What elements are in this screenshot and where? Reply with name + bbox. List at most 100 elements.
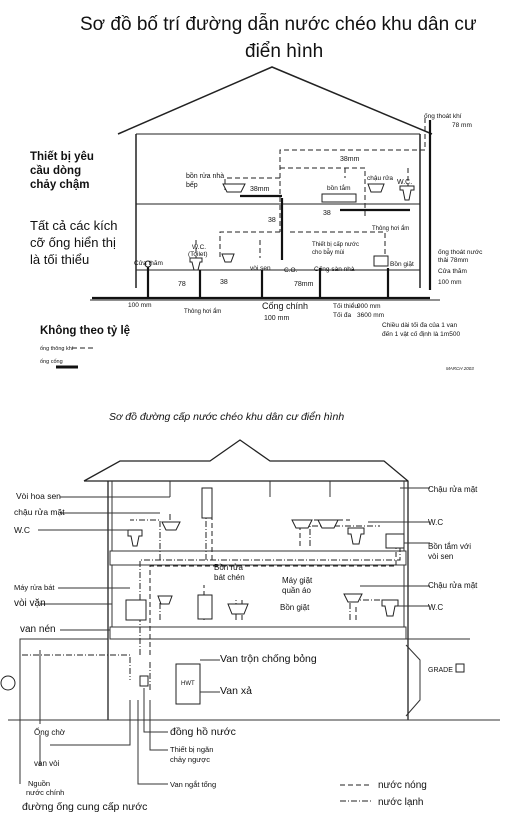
fixtures-top: [144, 183, 415, 271]
water-source-icon: [0, 675, 16, 691]
washing-machine-label-2: quần áo: [282, 586, 311, 595]
size-38mm-top: 38mm: [340, 156, 360, 163]
washing-machine-icon: [197, 594, 213, 620]
wc-toilet-label-2: (Toilet): [188, 251, 208, 258]
washing-machine-label-1: Máy giặt: [282, 576, 313, 585]
basin-right-top-icon: [291, 519, 313, 529]
basin-left-label: chậu rửa mặt: [14, 507, 65, 517]
air-vent-lower-label: Thông hơi ẩm: [184, 308, 221, 315]
cleanout-icon: [144, 260, 152, 268]
wc-toilet-label: W.C.: [192, 244, 206, 251]
size-78-left: 78: [178, 281, 186, 288]
min-value: 900 mm: [357, 303, 380, 310]
house-outline-top: [90, 66, 440, 301]
air-vent-upper-label: Thông hơi ẩm: [372, 225, 409, 232]
main-sewer-size: 100 mm: [264, 315, 289, 322]
dishwasher-icon: [125, 599, 147, 621]
note-min-2: cỡ ống hiển thị: [30, 235, 116, 250]
max-length-label-2: đến 1 vật cố định là 1m500: [382, 329, 460, 338]
size-38mm-kitchen: 38mm: [250, 186, 270, 193]
grade-marker-icon: [455, 663, 465, 673]
laundry-tub-icon: [373, 255, 389, 267]
upper-wc-icon: [399, 185, 415, 201]
bath-shower-icon: [385, 533, 405, 549]
backflow-label-1: Thiết bị cấp nước: [312, 242, 359, 248]
drain-stack-label-2: thải 78mm: [438, 257, 468, 264]
kitchen-sink-icon: [222, 183, 246, 193]
cold-water-label: nước lạnh: [378, 797, 424, 808]
hwt-label: HWT: [181, 681, 195, 687]
laundry-tub-label: Bồn giặt: [280, 603, 310, 612]
floor-drain-label: Cống sàn nhà: [314, 264, 355, 273]
cleanout-right-label: Cửa thăm: [438, 267, 467, 275]
meter-label: đồng hồ nước: [170, 726, 236, 738]
size-100-right: 100 mm: [438, 279, 461, 286]
bath-shower-label-2: vòi sen: [428, 552, 453, 561]
drainage-diagram: Sơ đồ bố trí đường dẫn nước chéo khu dân…: [30, 13, 483, 371]
not-to-scale-label: Không theo tỷ lệ: [40, 325, 130, 337]
note-min-1: Tất cả các kích: [30, 218, 117, 233]
wc-right-top-icon: [347, 527, 365, 545]
hot-water-label: nước nóng: [378, 780, 427, 791]
note-min-3: là tối thiểu: [30, 252, 89, 267]
note-slow-1: Thiết bị yêu: [30, 151, 94, 163]
main-sewer-label: Cống chính: [262, 301, 308, 311]
source-label-2: nước chính: [26, 788, 64, 797]
basin-right-mid-icon: [343, 593, 363, 603]
legend-vent-label: ống thông khí: [40, 346, 74, 352]
wc-left-icon: [127, 529, 143, 547]
laundry-tub-supply-icon: [227, 603, 249, 615]
antiscald-label: Van trộn chống bỏng: [220, 653, 317, 665]
meter-icon: [139, 675, 149, 687]
size-38-tub: 38: [323, 210, 331, 217]
note-slow-3: chảy chậm: [30, 179, 89, 191]
co-label: C.O.: [284, 267, 298, 274]
max-label: Tối đa: [333, 310, 351, 319]
size-38-mid: 38: [220, 279, 228, 286]
house-outline-bottom: [8, 439, 500, 721]
bottom-title: Sơ đồ đường cấp nước chéo khu dân cư điể…: [109, 411, 344, 423]
dishwasher-label: Máy rửa bát: [14, 583, 55, 592]
grade-label: GRADE: [428, 667, 453, 674]
shower-head-label: Vòi hoa sen: [16, 491, 61, 501]
wc-right-top-label: W.C: [428, 518, 443, 527]
wc-left-label: W.C: [14, 525, 30, 535]
backflow-label-2: chảy ngược: [170, 755, 210, 764]
supply-diagram: Sơ đồ đường cấp nước chéo khu dân cư điể…: [0, 411, 500, 813]
backflow-label-2: cho bẫy mùi: [312, 249, 344, 256]
tap-label: vòi vặn: [14, 598, 46, 609]
toilet-icon: [189, 257, 203, 271]
legend-sewer-label: ống cống: [40, 359, 63, 365]
kitchen-sink-label: bồn rửa nhà: [186, 171, 224, 180]
max-value: 3600 mm: [357, 312, 384, 319]
cleanout-left-label: Cửa thăm: [134, 259, 163, 267]
shower-label: vòi sen: [250, 265, 271, 272]
bathtub-label: bồn tắm: [327, 183, 351, 192]
lower-basin-icon: [221, 253, 235, 263]
supply-line-label: đường ống cung cấp nước: [22, 801, 147, 813]
main-shutoff-label: Van ngắt tổng: [170, 780, 216, 789]
wc-right-mid-icon: [381, 599, 399, 617]
basin-right-mid-label: Chậu rửa mặt: [428, 581, 478, 590]
supply-piping: [22, 496, 401, 690]
drain-stack-label-1: ống thoát nước: [438, 247, 483, 256]
top-title-line1: Sơ đồ bố trí đường dẫn nước chéo khu dân…: [80, 13, 477, 35]
shower-stall-icon: [201, 487, 213, 519]
upper-sink-icon: [367, 183, 385, 193]
leader-lines: [19, 487, 430, 785]
max-length-label-1: Chiều dài tối đa của 1 van: [382, 320, 458, 329]
bathtub-icon: [321, 193, 357, 203]
top-title-line2: điển hình: [245, 41, 323, 62]
basin-right-top-label: Chậu rửa mặt: [428, 485, 478, 494]
backflow-label-1: Thiết bị ngăn: [170, 745, 213, 754]
drain-valve-label: Van xả: [220, 685, 252, 697]
size-100-left: 100 mm: [128, 302, 151, 309]
sleeve-label: Ống chờ: [34, 727, 66, 737]
sink-label: chậu rửa: [367, 174, 393, 182]
basin-right-top-2-icon: [317, 519, 339, 529]
drain-piping: [92, 120, 432, 300]
sink-dish-label-2: bát chén: [214, 573, 245, 582]
wc-right-mid-label: W.C: [428, 603, 443, 612]
washer-label: Bồn giặt: [390, 259, 414, 268]
